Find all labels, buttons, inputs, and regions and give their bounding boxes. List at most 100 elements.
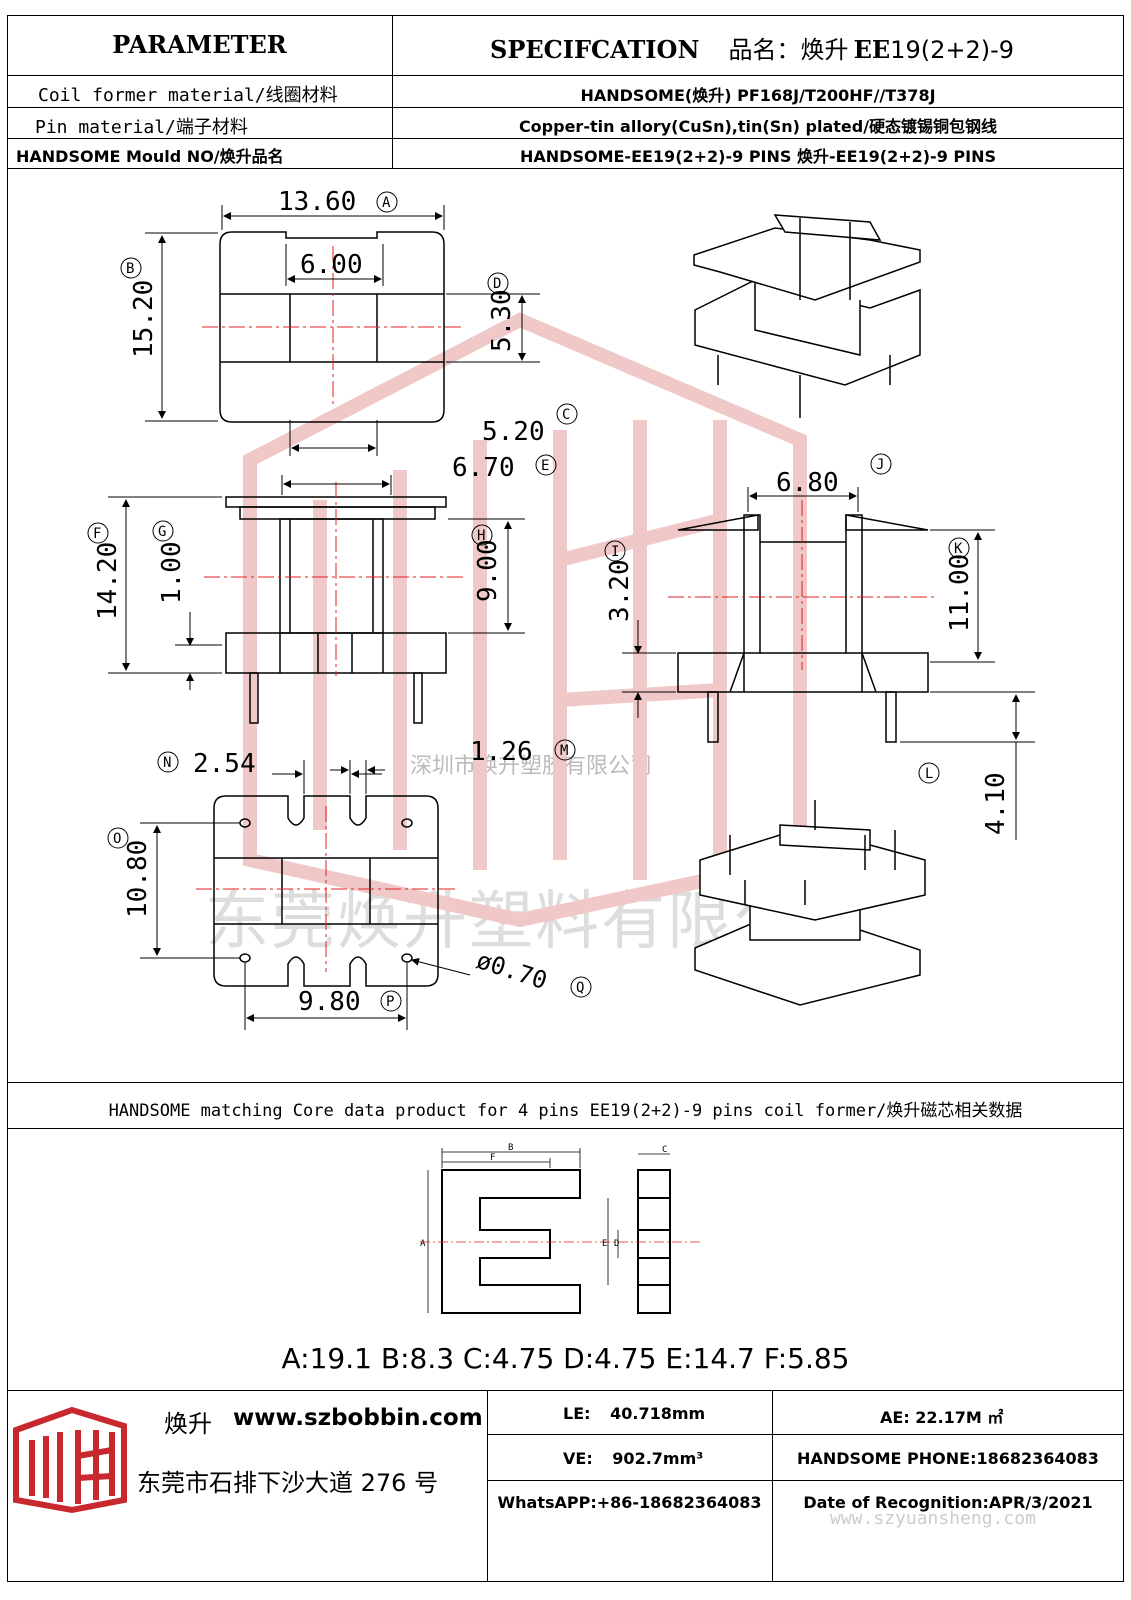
top-view — [219, 231, 445, 423]
footer-website[interactable]: www.szbobbin.com — [233, 1405, 483, 1431]
logo-watermark — [243, 312, 807, 928]
isometric-view-top — [693, 214, 921, 418]
ae-cell: AE: 22.17M ㎡ — [880, 1404, 1003, 1428]
dimension-labels: 13.60 A 6.00 B 15.20 D 5.30 5.20 C 6.70 … — [87, 187, 1011, 1017]
dim-e-value: 6.70 — [452, 453, 515, 483]
bottom-view — [213, 795, 439, 987]
footer-divider — [772, 1390, 773, 1582]
side-view-center-lines — [668, 500, 935, 670]
row-divider — [7, 107, 1124, 108]
section-divider — [7, 1082, 1124, 1083]
core-letter-b: B — [508, 1143, 513, 1153]
dim-k-value: 11.00 — [945, 554, 975, 632]
row-value-coil-material: HANDSOME(焕升) PF168J/T200HF//T378J — [580, 86, 936, 105]
footer-divider — [7, 1390, 1124, 1391]
dim-q-value: ø0.70 — [473, 946, 550, 995]
core-letter-labels: A B C D E F — [420, 1143, 667, 1249]
dim-g-letter: G — [158, 524, 166, 540]
core-letter-f: F — [490, 1153, 495, 1163]
dim-h-value: 9.00 — [473, 539, 503, 602]
front-view-center-lines — [204, 482, 465, 676]
phone-cell: HANDSOME PHONE:18682364083 — [797, 1449, 1099, 1468]
dim-c-letter: C — [562, 407, 570, 423]
e-core-shape — [441, 1169, 671, 1314]
footer-brand: 焕升 — [164, 1410, 212, 1438]
ve-label: VE: — [563, 1449, 593, 1468]
dim-i-value: 3.20 — [605, 559, 635, 622]
isometric-view-bottom — [694, 800, 926, 1006]
row-value-mould-no: HANDSOME-EE19(2+2)-9 PINS 焕升-EE19(2+2)-9… — [520, 147, 996, 166]
dim-q-letter: Q — [576, 980, 584, 996]
site-watermark: www.szyuansheng.com — [830, 1508, 1036, 1529]
dim-n-letter: N — [163, 755, 171, 771]
dim-i-letter: I — [611, 544, 619, 560]
dim-inner-w-value: 6.00 — [300, 250, 363, 280]
spec-heading: SPECIFCATION 品名：焕升 EE19(2+2)-9 — [490, 30, 1014, 65]
row-label-coil-material: Coil former material/线圈材料 — [38, 85, 338, 106]
side-view-dims — [622, 487, 1035, 840]
row-divider — [7, 168, 1124, 169]
dim-o-value: 10.80 — [123, 840, 153, 918]
footer-divider — [487, 1434, 1124, 1435]
whatsapp-cell: WhatsAPP:+86-18682364083 — [497, 1493, 762, 1512]
product-model-prefix: EE — [853, 35, 891, 64]
ve-cell: VE: 902.7mm³ — [563, 1449, 703, 1468]
front-view-dims — [108, 475, 525, 690]
ae-value: 22.17M ㎡ — [915, 1408, 1004, 1427]
le-label: LE: — [563, 1404, 591, 1423]
le-cell: LE: 40.718mm — [563, 1404, 705, 1423]
side-view — [677, 514, 929, 743]
dim-b-value: 15.20 — [129, 280, 159, 358]
dim-k-letter: K — [954, 541, 963, 557]
page-frame — [7, 15, 1124, 1582]
dim-f-letter: F — [93, 526, 101, 542]
core-drawing: A B C D E F — [420, 1143, 700, 1314]
dim-a-letter: A — [382, 195, 391, 211]
core-letter-c: C — [662, 1145, 667, 1155]
product-label: 品名：焕升 — [728, 36, 849, 64]
top-view-center-lines — [202, 246, 465, 405]
footer-divider — [487, 1390, 488, 1582]
dim-l-letter: L — [925, 766, 933, 782]
dim-p-letter: P — [386, 994, 394, 1010]
bottom-view-dims — [140, 760, 471, 1030]
row-label-pin-material: Pin material/端子材料 — [35, 117, 248, 138]
col-divider — [392, 15, 393, 168]
spec-label: SPECIFCATION — [490, 35, 700, 64]
company-watermark-small: 深圳市焕升塑胶有限公司 — [410, 754, 653, 779]
footer-divider — [487, 1480, 1124, 1481]
dim-f-value: 14.20 — [93, 542, 123, 620]
le-value: 40.718mm — [610, 1404, 706, 1423]
core-letter-a: A — [420, 1239, 426, 1249]
dim-j-letter: J — [876, 457, 884, 473]
dim-g-value: 1.00 — [157, 541, 187, 604]
dim-m-letter: M — [560, 743, 568, 759]
core-letter-d: D — [614, 1239, 619, 1249]
core-values: A:19.1 B:8.3 C:4.75 D:4.75 E:14.7 F:5.85 — [281, 1342, 850, 1375]
top-view-dims — [145, 205, 540, 456]
parameter-heading: PARAMETER — [112, 30, 287, 59]
date-cell: Date of Recognition:APR/3/2021 — [803, 1493, 1093, 1512]
row-label-mould-no: HANDSOME Mould NO/焕升品名 — [16, 147, 284, 166]
dim-a-value: 13.60 — [278, 187, 356, 217]
technical-drawing: 13.60 A 6.00 B 15.20 D 5.30 5.20 C 6.70 … — [87, 187, 1035, 1030]
dim-h-letter: H — [477, 528, 485, 544]
dim-e-letter: E — [541, 458, 549, 474]
section-divider — [7, 1128, 1124, 1129]
row-divider — [7, 75, 1124, 76]
bottom-view-center-lines — [196, 806, 455, 972]
dim-d-value: 5.30 — [487, 289, 517, 352]
dim-c-value: 5.20 — [482, 417, 545, 447]
ae-label: AE: — [880, 1408, 910, 1427]
dim-o-letter: O — [113, 831, 121, 847]
ve-value: 902.7mm³ — [612, 1449, 704, 1468]
company-logo — [13, 1406, 127, 1514]
dim-j-value: 6.80 — [776, 468, 839, 498]
dim-b-letter: B — [126, 261, 134, 277]
core-section-title: HANDSOME matching Core data product for … — [108, 1101, 1023, 1121]
row-value-pin-material: Copper-tin allory(CuSn),tin(Sn) plated/硬… — [518, 117, 998, 136]
product-model: 19(2+2)-9 — [890, 36, 1015, 64]
dim-n-value: 2.54 — [193, 749, 256, 779]
core-letter-e: E — [602, 1239, 607, 1249]
dim-l-value: 4.10 — [981, 772, 1011, 835]
